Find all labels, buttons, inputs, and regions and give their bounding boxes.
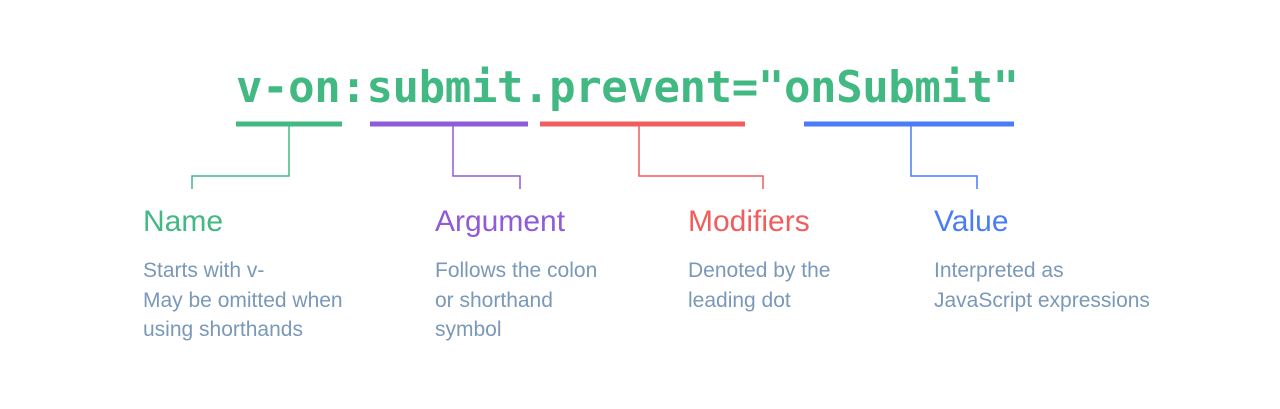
argument-connector <box>452 124 521 189</box>
directive-code: v-on:submit.prevent="onSubmit" <box>236 58 1019 118</box>
part-argument-desc-line: Follows the colon <box>435 259 598 282</box>
directive-equals-quote-text: =" <box>731 62 785 113</box>
part-modifiers-desc-line: leading dot <box>688 288 791 312</box>
part-argument-description: Follows the colon or shorthand symbol <box>435 256 695 345</box>
part-name-desc-line: using shorthands <box>143 318 303 341</box>
part-value-desc-line: JavaScript expressions <box>934 288 1150 312</box>
part-name-desc-line: May be omitted when <box>143 288 343 312</box>
part-value-description: Interpreted as JavaScript expressions <box>934 256 1234 315</box>
directive-close-quote-text: " <box>992 62 1019 113</box>
part-modifiers: Modifiers Denoted by the leading dot <box>688 200 948 315</box>
part-name-desc-line: Starts with v- <box>143 259 265 282</box>
part-argument-desc-line: symbol <box>435 318 502 341</box>
part-modifiers-description: Denoted by the leading dot <box>688 256 948 315</box>
part-name-description: Starts with v- May be omitted when using… <box>143 256 403 345</box>
part-value-title: Value <box>934 205 1009 238</box>
modifiers-connector <box>638 124 764 189</box>
part-name: Name Starts with v- May be omitted when … <box>143 200 403 345</box>
directive-value-text: onSubmit <box>783 62 993 113</box>
value-connector <box>910 124 978 189</box>
part-argument-title: Argument <box>435 205 566 238</box>
name-connector <box>191 124 290 189</box>
part-argument: Argument Follows the colon or shorthand … <box>435 200 695 345</box>
directive-modifier-text: .prevent <box>523 62 732 113</box>
part-modifiers-title: Modifiers <box>688 205 810 238</box>
part-argument-desc-line: or shorthand <box>435 288 553 312</box>
part-name-title: Name <box>143 205 224 238</box>
part-value-desc-line: Interpreted as <box>934 259 1064 282</box>
part-modifiers-desc-line: Denoted by the <box>688 259 831 282</box>
directive-name-text: v-on <box>236 62 341 113</box>
directive-colon-text: : <box>340 62 367 113</box>
directive-argument-text: submit <box>366 62 524 113</box>
part-value: Value Interpreted as JavaScript expressi… <box>934 200 1234 315</box>
